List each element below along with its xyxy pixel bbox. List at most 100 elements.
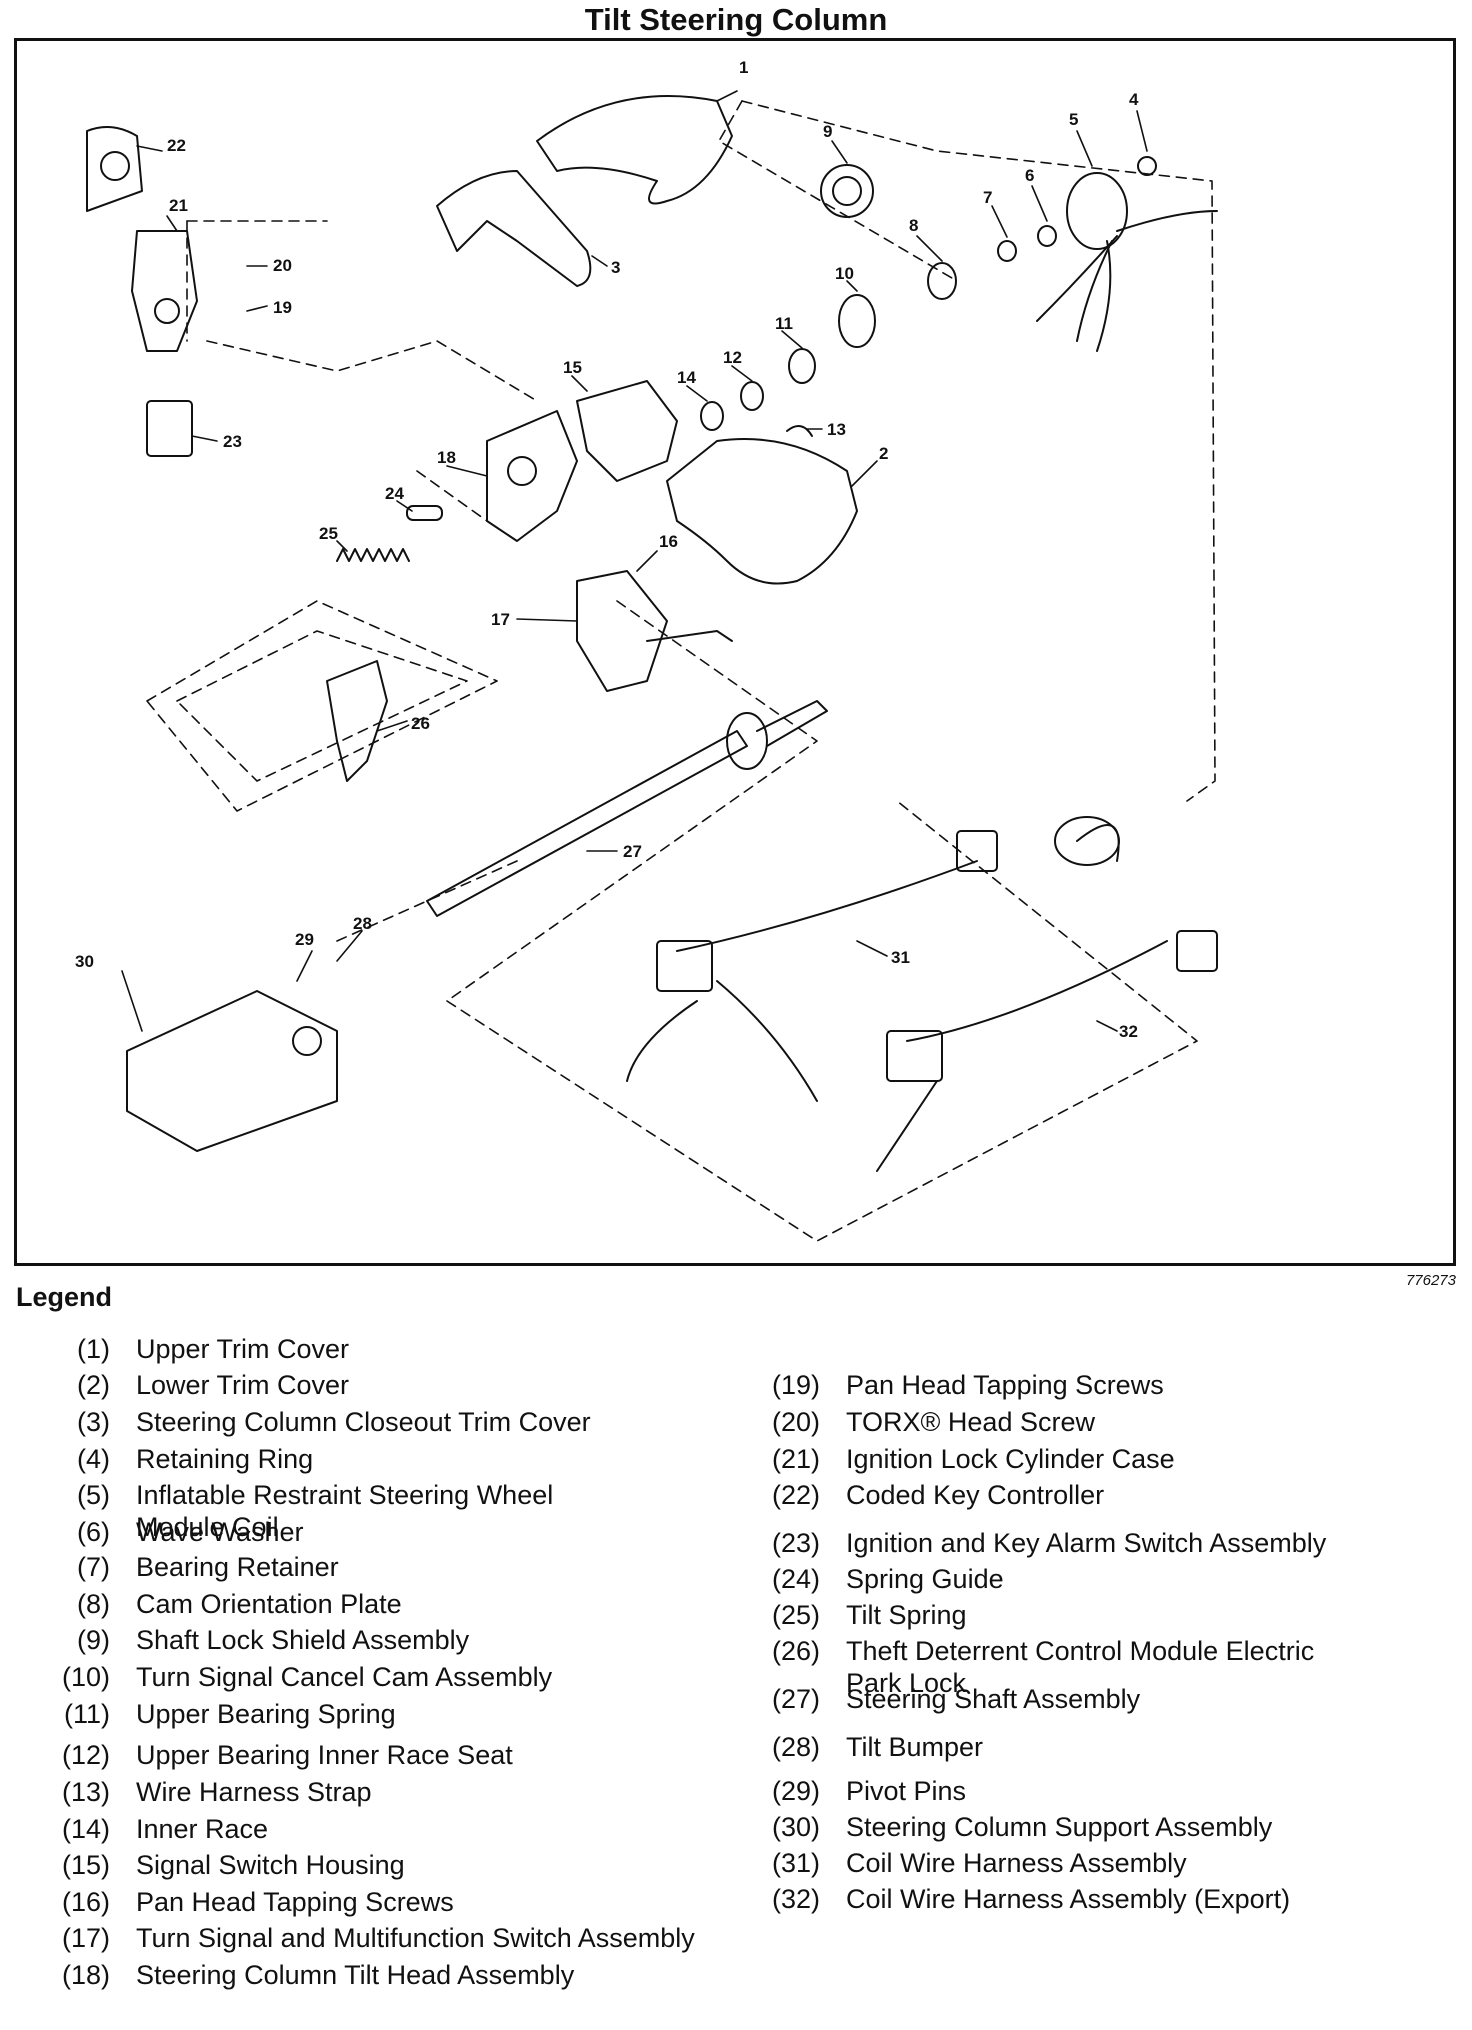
legend-item-text: Pivot Pins bbox=[846, 1776, 967, 1806]
legend-item-text: Upper Bearing Spring bbox=[136, 1699, 396, 1729]
diagram-title: Tilt Steering Column bbox=[584, 2, 888, 37]
callout-31: 31 bbox=[891, 948, 910, 967]
callout-8: 8 bbox=[909, 216, 918, 235]
ignition-switch-part bbox=[146, 400, 193, 457]
legend-item-number: (32) bbox=[771, 1884, 820, 1914]
callout-30: 30 bbox=[75, 952, 94, 971]
callout-12: 12 bbox=[723, 348, 742, 367]
legend-item-number: (18) bbox=[61, 1960, 110, 1990]
legend-item-number: (7) bbox=[77, 1552, 110, 1582]
legend-item-text: Steering Column Tilt Head Assembly bbox=[136, 1960, 575, 1990]
callout-32: 32 bbox=[1119, 1022, 1138, 1041]
ignition-lock-case-part bbox=[131, 230, 198, 352]
legend-item-text-continued: Park Lock bbox=[846, 1668, 967, 1698]
legend-item-text-continued: Module Coil bbox=[136, 1512, 279, 1542]
legend-item-number: (19) bbox=[771, 1370, 820, 1400]
callout-7: 7 bbox=[983, 188, 992, 207]
legend-item-number: (31) bbox=[771, 1848, 820, 1878]
legend-item-text: Coded Key Controller bbox=[846, 1480, 1105, 1510]
coil-harness-part bbox=[626, 860, 978, 1102]
callout-21: 21 bbox=[169, 196, 188, 215]
support-assembly-part bbox=[126, 990, 338, 1152]
upper-trim-cover-part bbox=[536, 95, 733, 205]
callout-4: 4 bbox=[1129, 90, 1139, 109]
figure-id: 776273 bbox=[1405, 1272, 1456, 1289]
legend-item-number: (22) bbox=[771, 1480, 820, 1510]
callout-6: 6 bbox=[1025, 166, 1034, 185]
legend-item-number: (13) bbox=[61, 1777, 110, 1807]
tilt-spring-part bbox=[336, 548, 410, 562]
callout-28: 28 bbox=[353, 914, 372, 933]
legend-item-number: (25) bbox=[771, 1600, 820, 1630]
spring-guide-part bbox=[406, 505, 443, 521]
legend-item-number: (27) bbox=[771, 1684, 820, 1714]
legend-item-text: Cam Orientation Plate bbox=[136, 1589, 402, 1619]
legend-item-number: (20) bbox=[771, 1407, 820, 1437]
legend-item-text: Steering Shaft Assembly bbox=[846, 1684, 1141, 1714]
legend-item-number: (14) bbox=[61, 1814, 110, 1844]
legend-item-number: (17) bbox=[61, 1923, 110, 1953]
legend-item-number: (16) bbox=[61, 1887, 110, 1917]
callout-23: 23 bbox=[223, 432, 242, 451]
legend-item-text: Inner Race bbox=[136, 1814, 269, 1844]
upper-bearing-spring-part bbox=[788, 348, 816, 384]
legend-item-text: Theft Deterrent Control Module Electric bbox=[846, 1636, 1315, 1666]
turn-signal-switch-part bbox=[576, 570, 668, 692]
legend-item-number: (1) bbox=[77, 1334, 110, 1364]
callout-14: 14 bbox=[677, 368, 696, 387]
tilt-head-part bbox=[486, 410, 578, 542]
retaining-ring-part bbox=[1137, 156, 1157, 176]
callout-9: 9 bbox=[823, 122, 832, 141]
legend-item-number: (30) bbox=[771, 1812, 820, 1842]
legend-item-text: Ignition Lock Cylinder Case bbox=[846, 1444, 1175, 1474]
steering-shaft-part bbox=[426, 730, 748, 917]
legend-item-text: Tilt Bumper bbox=[846, 1732, 984, 1762]
legend-item-text: Turn Signal Cancel Cam Assembly bbox=[136, 1662, 553, 1692]
legend-item-number: (15) bbox=[61, 1850, 110, 1880]
callout-27: 27 bbox=[623, 842, 642, 861]
legend-item-text: Wire Harness Strap bbox=[136, 1777, 372, 1807]
legend-item-number: (29) bbox=[771, 1776, 820, 1806]
callout-24: 24 bbox=[385, 484, 404, 503]
inner-race-seat-part bbox=[740, 381, 764, 411]
wire-harness-strap-part bbox=[786, 425, 813, 437]
legend-item-text: Upper Trim Cover bbox=[136, 1334, 350, 1364]
legend-item-number: (21) bbox=[771, 1444, 820, 1474]
legend-item-number: (28) bbox=[771, 1732, 820, 1762]
lower-trim-cover-part bbox=[666, 438, 858, 585]
callout-19: 19 bbox=[273, 298, 292, 317]
legend-item-text: Coil Wire Harness Assembly bbox=[846, 1848, 1187, 1878]
legend-item-text: Coil Wire Harness Assembly (Export) bbox=[846, 1884, 1291, 1914]
legend-item-text: Steering Column Support Assembly bbox=[846, 1812, 1273, 1842]
legend-item-text: Lower Trim Cover bbox=[136, 1370, 350, 1400]
legend-item-number: (5) bbox=[77, 1480, 110, 1510]
callout-18: 18 bbox=[437, 448, 456, 467]
legend-item-text: Signal Switch Housing bbox=[136, 1850, 405, 1880]
assembly-guide-lines bbox=[146, 100, 1216, 1242]
callout-17: 17 bbox=[491, 610, 510, 629]
inflatable-coil-part bbox=[1066, 172, 1128, 250]
coded-key-controller-part bbox=[86, 126, 143, 212]
legend-item-text: Inflatable Restraint Steering Wheel bbox=[136, 1480, 554, 1510]
exploded-view-drawing: 1234567891011121314151617181920212223242… bbox=[75, 58, 1218, 1242]
leader-lines bbox=[121, 90, 1148, 1032]
legend-item-number: (10) bbox=[61, 1662, 110, 1692]
park-lock-part bbox=[326, 660, 388, 782]
legend-item-text: Turn Signal and Multifunction Switch Ass… bbox=[136, 1923, 695, 1953]
legend-item-number: (2) bbox=[77, 1370, 110, 1400]
callout-10: 10 bbox=[835, 264, 854, 283]
legend-item-text: Ignition and Key Alarm Switch Assembly bbox=[846, 1528, 1327, 1558]
legend-item-text: Tilt Spring bbox=[846, 1600, 967, 1630]
legend-item-text: TORX® Head Screw bbox=[846, 1407, 1095, 1437]
legend-item-number: (3) bbox=[77, 1407, 110, 1437]
legend-item-text: Pan Head Tapping Screws bbox=[136, 1887, 454, 1917]
callout-5: 5 bbox=[1069, 110, 1078, 129]
signal-switch-housing-part bbox=[576, 380, 678, 482]
legend-item-text: Bearing Retainer bbox=[136, 1552, 339, 1582]
callout-13: 13 bbox=[827, 420, 846, 439]
legend-item-number: (6) bbox=[77, 1517, 110, 1547]
callout-25: 25 bbox=[319, 524, 338, 543]
callout-26: 26 bbox=[411, 714, 430, 733]
legend-item-number: (9) bbox=[77, 1625, 110, 1655]
callout-11: 11 bbox=[775, 314, 793, 333]
